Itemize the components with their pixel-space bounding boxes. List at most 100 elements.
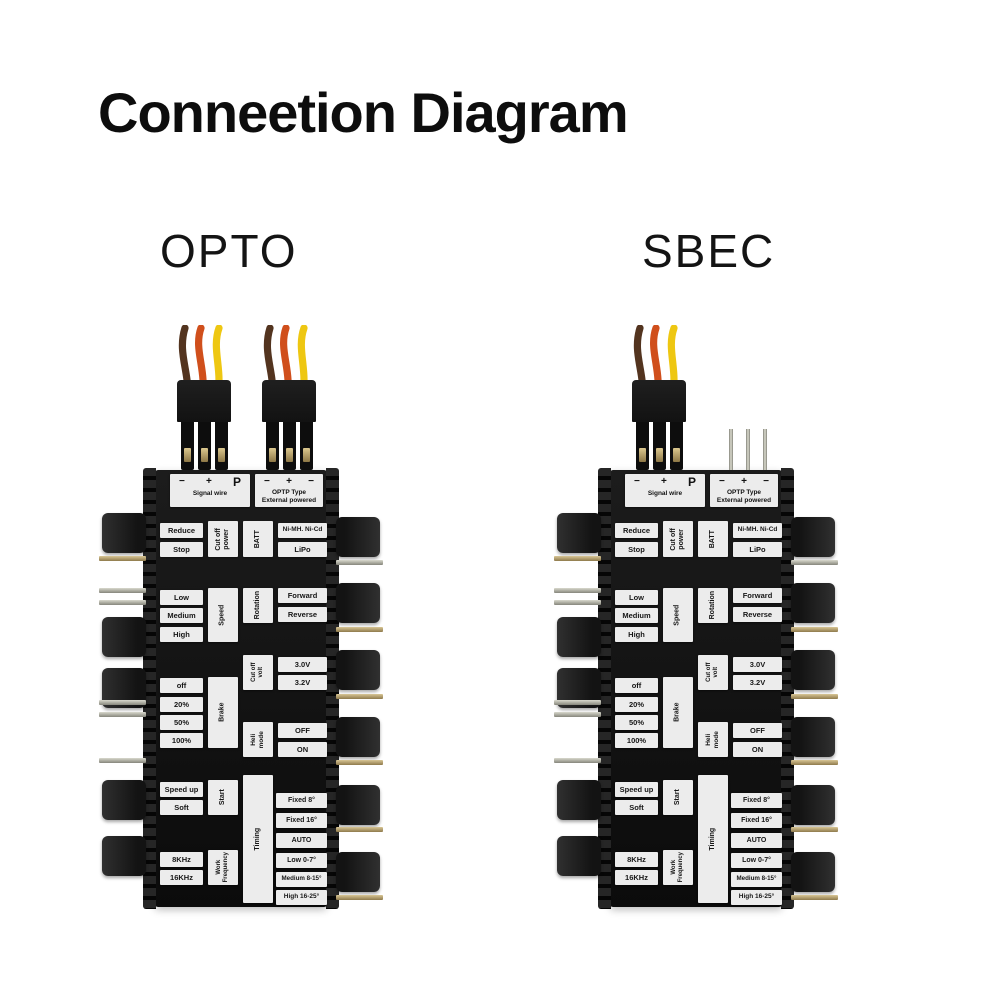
cell-speed_up: Speed up (160, 782, 203, 797)
cell-text: Start (218, 789, 226, 806)
side-pin (336, 694, 383, 699)
cell-cut_off_power: Cut off power (208, 521, 238, 557)
jumper-cap (791, 717, 835, 757)
connector-prong (180, 422, 194, 470)
jumper-cap (102, 836, 146, 876)
cell-p50: 50% (615, 715, 658, 730)
cell-khz16: 16KHz (615, 870, 658, 885)
cell-text: Heli mode (250, 730, 265, 749)
cell-text: Cut off power (669, 527, 685, 551)
cell-timing: Timing (243, 775, 273, 903)
side-pin (791, 827, 838, 832)
cell-v30: 3.0V (278, 657, 327, 672)
polarity-row: −+P (625, 474, 705, 488)
jumper-cap (791, 785, 835, 825)
side-pin (554, 758, 601, 763)
polarity-mark: − (308, 476, 314, 487)
side-pin (99, 600, 146, 605)
wire-orange-icon (195, 325, 207, 380)
wire-orange-icon (280, 325, 292, 380)
polarity-mark: + (286, 476, 292, 487)
wire-yellow-icon (667, 325, 678, 380)
side-pin (99, 712, 146, 717)
side-pin (791, 694, 838, 699)
cell-batt: BATT (698, 521, 728, 557)
side-pin (336, 627, 383, 632)
cell-text: Brake (218, 702, 226, 723)
cell-text: Work Frequency (670, 852, 684, 883)
connector-prong (299, 422, 313, 470)
cell-v32: 3.2V (733, 675, 782, 690)
cell-cut_off_volt: Cut off volt (698, 655, 728, 690)
gold-contact (655, 448, 663, 462)
side-pin (554, 556, 601, 561)
polarity-mark: + (660, 476, 667, 487)
jumper-cap (102, 617, 146, 657)
connector-housing (177, 380, 231, 422)
cell-forward: Forward (733, 588, 782, 603)
side-pin (336, 560, 383, 565)
cell-low07: Low 0-7° (731, 853, 782, 868)
servo-wires (178, 325, 223, 380)
jumper-cap (791, 583, 835, 623)
cell-low07: Low 0-7° (276, 853, 327, 868)
connector-housing (262, 380, 316, 422)
cell-v32: 3.2V (278, 675, 327, 690)
wire-brown-icon (178, 325, 191, 380)
jumper-cap (336, 785, 380, 825)
cell-reduce: Reduce (615, 523, 658, 538)
cell-p50: 50% (160, 715, 203, 730)
variant-label-sbec: SBEC (642, 225, 776, 277)
cell-batt: BATT (243, 521, 273, 557)
connector-prong (265, 422, 279, 470)
servo-connector (177, 325, 231, 470)
side-pin (99, 758, 146, 763)
cell-soft: Soft (160, 800, 203, 815)
polarity-mark: P (687, 475, 696, 489)
cell-p20: 20% (615, 697, 658, 712)
servo-wires (633, 325, 678, 380)
jumper-cap (336, 583, 380, 623)
servo-connector (632, 325, 686, 470)
side-pin (554, 712, 601, 717)
gold-contact (302, 448, 310, 462)
cell-heli_off: OFF (733, 723, 782, 738)
jumper-cap (336, 717, 380, 757)
jumper-cap (557, 617, 601, 657)
cell-text: Start (673, 789, 681, 806)
header-pins (717, 325, 771, 470)
polarity-row: −+− (710, 474, 778, 487)
cell-brake: Brake (208, 677, 238, 748)
jumper-cap (336, 852, 380, 892)
cell-heli_off: OFF (278, 723, 327, 738)
servo-connector (262, 325, 316, 470)
gold-contact (183, 448, 191, 462)
gold-contact (672, 448, 680, 462)
cell-low: Low (615, 590, 658, 605)
cell-off: off (160, 678, 203, 693)
cell-speed: Speed (663, 588, 693, 642)
polarity-mark: − (179, 476, 185, 487)
cell-v30: 3.0V (733, 657, 782, 672)
cell-text: Work Frequency (215, 852, 229, 883)
gold-contact (638, 448, 646, 462)
cell-brake: Brake (663, 677, 693, 748)
cell-text: Rotation (708, 591, 716, 620)
wire-yellow-icon (212, 325, 223, 380)
polarity-mark: P (232, 475, 241, 489)
cell-rotation: Rotation (698, 588, 728, 623)
cell-start: Start (208, 780, 238, 815)
cell-high: High (160, 627, 203, 642)
connector-prong (652, 422, 666, 470)
cell-text: Cut off volt (705, 662, 719, 683)
connector-prong (197, 422, 211, 470)
cell-text: BATT (253, 529, 261, 549)
cell-speed: Speed (208, 588, 238, 642)
polarity-mark: + (741, 476, 747, 487)
cell-cut_off_volt: Cut off volt (243, 655, 273, 690)
connector-prong (282, 422, 296, 470)
cell-text: Rotation (253, 591, 261, 620)
